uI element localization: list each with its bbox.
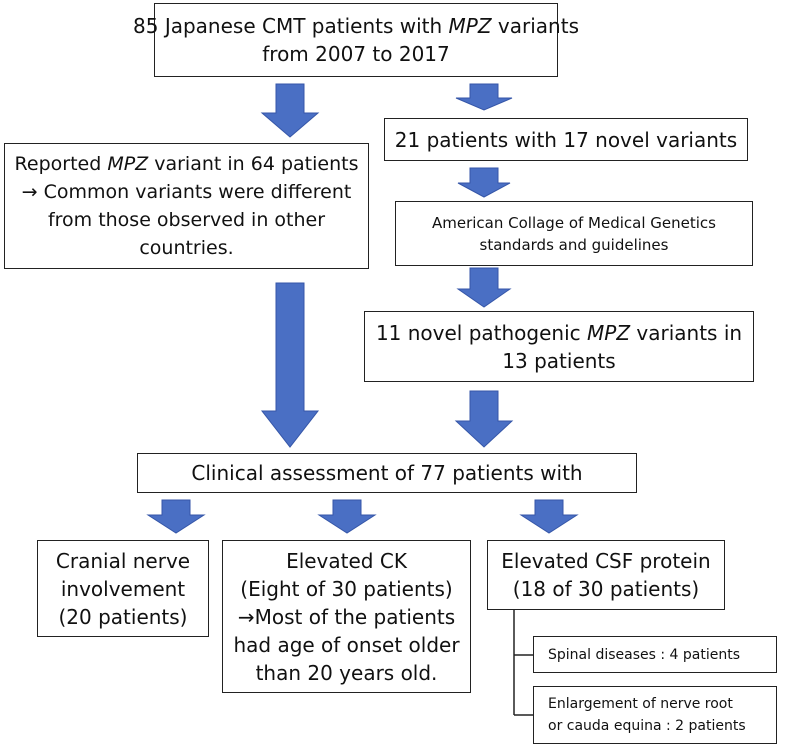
node-text-line: Clinical assessment of 77 patients with	[191, 459, 582, 487]
node-elevated-csf: Elevated CSF protein (18 of 30 patients)	[487, 540, 725, 610]
node-text-line: 13 patients	[502, 347, 615, 375]
node-text: standards and guidelines	[479, 235, 669, 254]
node-spinal-diseases: Spinal diseases : 4 patients	[533, 636, 777, 673]
gene-name-italic: MPZ	[448, 14, 492, 38]
arrow-pathogenic-to-clinical	[454, 390, 514, 448]
node-text-line: →Most of the patients	[238, 603, 455, 631]
node-cranial-nerve: Cranial nerve involvement (20 patients)	[37, 540, 209, 637]
node-text: (20 patients)	[58, 604, 188, 629]
node-text: or cauda equina : 2 patients	[548, 718, 746, 734]
node-text-line: Elevated CK	[286, 547, 407, 575]
gene-name-italic: MPZ	[587, 320, 631, 345]
node-text: 21 patients with 17 novel variants	[394, 127, 738, 152]
node-elevated-ck: Elevated CK (Eight of 30 patients) →Most o…	[222, 540, 471, 693]
node-text-line: American Collage of Medical Genetics	[432, 212, 716, 234]
node-text: 11 novel pathogenic	[375, 320, 588, 345]
arrow-top-to-novel	[455, 83, 513, 111]
node-text-line: or cauda equina : 2 patients	[548, 715, 746, 737]
node-novel-variants: 21 patients with 17 novel variants	[384, 118, 748, 161]
node-text: (Eight of 30 patients)	[240, 576, 453, 601]
node-text-line: Spinal diseases : 4 patients	[548, 644, 740, 666]
gene-name-italic: MPZ	[107, 153, 149, 175]
node-text-line: than 20 years old.	[256, 659, 438, 687]
node-text: from those observed in other	[47, 209, 326, 231]
node-text: Cranial nerve	[55, 548, 191, 573]
node-text-line: (18 of 30 patients)	[513, 575, 699, 603]
node-text: from 2007 to 2017	[262, 42, 450, 66]
node-text: → Common variants were different	[21, 181, 352, 203]
node-text-line: 85 Japanese CMT patients with MPZ varian…	[133, 12, 579, 40]
arrow-top-to-reported	[260, 83, 320, 138]
arrow-clinical-to-ck	[317, 499, 377, 534]
arrow-acmg-to-pathogenic	[456, 267, 512, 308]
node-text-line: involvement	[61, 575, 185, 603]
node-acmg-standards: American Collage of Medical Genetics stan…	[395, 201, 753, 266]
node-text-line: Elevated CSF protein	[501, 547, 710, 575]
node-text: Enlargement of nerve root	[548, 696, 733, 712]
node-text: →Most of the patients	[237, 604, 456, 629]
node-text: Clinical assessment of 77 patients with	[191, 461, 583, 485]
node-text-line: had age of onset older	[233, 631, 459, 659]
node-text: had age of onset older	[233, 632, 460, 657]
node-text: variants	[491, 14, 579, 38]
node-text: than 20 years old.	[255, 660, 438, 685]
node-text: variant in 64 patients	[148, 153, 359, 175]
node-text: Elevated CSF protein	[501, 549, 711, 573]
node-text: Elevated CK	[286, 548, 407, 573]
node-text: 85 Japanese CMT patients with	[133, 14, 449, 38]
node-text: involvement	[60, 576, 186, 601]
arrow-clinical-to-csf	[519, 499, 579, 534]
node-text-line: → Common variants were different	[22, 178, 352, 206]
node-text-line: (Eight of 30 patients)	[240, 575, 452, 603]
node-text-line: Reported MPZ variant in 64 patients	[15, 150, 359, 178]
arrow-reported-to-clinical	[260, 282, 320, 448]
node-text-line: (20 patients)	[58, 603, 187, 631]
node-clinical-assessment: Clinical assessment of 77 patients with	[137, 453, 637, 493]
node-text: (18 of 30 patients)	[512, 577, 700, 601]
node-text-line: 11 novel pathogenic MPZ variants in	[376, 319, 742, 347]
node-reported-variants: Reported MPZ variant in 64 patients → Com…	[4, 143, 369, 269]
node-text: 13 patients	[502, 348, 616, 373]
node-text-line: 21 patients with 17 novel variants	[395, 126, 737, 154]
node-text-line: Cranial nerve	[56, 547, 190, 575]
node-text-line: standards and guidelines	[480, 234, 669, 256]
node-text: variants in	[630, 320, 743, 345]
node-text: American Collage of Medical Genetics	[431, 213, 716, 232]
node-top: 85 Japanese CMT patients with MPZ varian…	[133, 3, 579, 77]
node-nerve-root-enlargement: Enlargement of nerve root or cauda equina…	[533, 686, 777, 744]
node-text-line: from those observed in other	[48, 206, 325, 234]
node-text-line: countries.	[139, 234, 233, 262]
node-text-line: Enlargement of nerve root	[548, 693, 733, 715]
node-text: countries.	[139, 237, 234, 259]
node-text-line: from 2007 to 2017	[262, 40, 450, 68]
node-text: Spinal diseases : 4 patients	[548, 646, 741, 663]
node-text: Reported	[14, 153, 108, 175]
arrow-novel-to-acmg	[457, 167, 511, 198]
arrow-clinical-to-cranial	[146, 499, 206, 534]
